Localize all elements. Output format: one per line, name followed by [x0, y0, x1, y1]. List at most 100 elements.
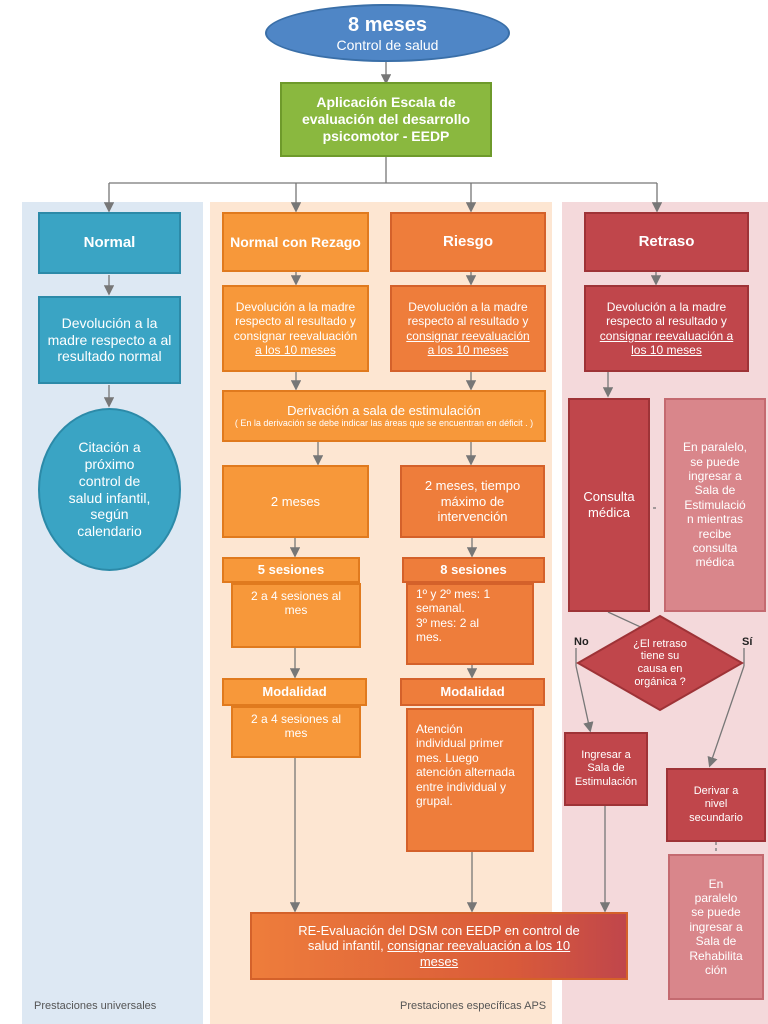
header-title: 8 meses	[348, 13, 427, 36]
retraso-paralelo2-l1: En	[708, 876, 724, 891]
header-subtitle: Control de salud	[336, 36, 439, 53]
normal-devolucion-l3: resultado normal	[57, 348, 162, 365]
reeval-l2: salud infantil, consignar reevaluación a…	[308, 938, 570, 954]
riesgo-devolucion-l4: a los 10 meses	[427, 342, 509, 357]
riesgo-modalidad-l2: individual primer	[416, 736, 504, 751]
retraso-derivar-l3: secundario	[689, 811, 743, 824]
riesgo-modalidad-title: Modalidad	[400, 678, 545, 706]
riesgo-sesiones-l4: mes.	[416, 630, 443, 645]
normal-devolucion-l2: madre respecto a al	[47, 331, 172, 348]
retraso-ingresar-l3: Estimulación	[574, 775, 638, 788]
retraso-title: Retraso	[584, 212, 749, 272]
normal-citacion-l1: Citación a	[78, 439, 141, 456]
retraso-paralelo2-l4: ingresar a	[689, 919, 743, 934]
label-no: No	[574, 636, 589, 648]
derivacion-note: ( En la derivación se debe indicar las á…	[234, 417, 534, 428]
riesgo-modalidad-l5: entre individual y	[416, 779, 507, 794]
retraso-consulta-l1: Consulta	[583, 489, 635, 505]
retraso-devolucion-l1: Devolución a la madre	[606, 299, 727, 314]
retraso-devolucion-l4: los 10 meses	[631, 342, 702, 357]
retraso-paralelo-l8: consulta	[692, 540, 738, 555]
label-si: Sí	[742, 636, 753, 648]
riesgo-modalidad: Atención individual primer mes. Luego at…	[406, 708, 534, 852]
retraso-devolucion-l3: consignar reevaluación a	[599, 328, 734, 343]
retraso-paralelo-l3: ingresar a	[688, 469, 742, 484]
retraso-consulta-l2: médica	[588, 505, 630, 520]
rezago-devolucion: Devolución a la madre respecto al result…	[222, 285, 369, 372]
retraso-derivar: Derivar a nivel secundario	[666, 768, 766, 842]
riesgo-devolucion-l2: respecto al resultado y	[407, 314, 529, 329]
rezago-title-text: Normal con Rezago	[230, 233, 361, 250]
rezago-devolucion-l1: Devolución a la madre	[235, 299, 356, 314]
footer-aps: Prestaciones específicas APS	[400, 1000, 547, 1012]
riesgo-sesiones: 1º y 2º mes: 1 semanal. 3º mes: 2 al mes…	[406, 583, 534, 665]
retraso-paralelo2: En paralelo se puede ingresar a Sala de …	[668, 854, 764, 1000]
rezago-devolucion-l3: consignar reevaluación	[233, 328, 358, 343]
retraso-paralelo: En paralelo, se puede ingresar a Sala de…	[664, 398, 766, 612]
riesgo-sesiones-l2: semanal.	[416, 601, 465, 616]
rezago-modalidad-l1: 2 a 4 sesiones al	[250, 712, 342, 726]
retraso-paralelo-l6: n mientras	[686, 512, 744, 527]
normal-citacion-l3: control de	[78, 472, 141, 489]
rezago-modalidad-title: Modalidad	[222, 678, 367, 706]
retraso-paralelo-l5: Estimulació	[684, 497, 746, 512]
rezago-devolucion-l4: a los 10 meses	[255, 342, 336, 357]
footer-universal: Prestaciones universales	[34, 1000, 157, 1012]
retraso-paralelo-l7: recibe	[698, 526, 732, 541]
retraso-ingresar-l2: Sala de	[587, 762, 625, 775]
rezago-devolucion-l2: respecto al resultado y	[235, 314, 356, 329]
eedp-box: Aplicación Escala de evaluación del desa…	[280, 82, 492, 157]
riesgo-devolucion: Devolución a la madre respecto al result…	[390, 285, 546, 372]
rezago-sesiones: 2 a 4 sesiones al mes	[231, 583, 361, 648]
rezago-meses-text: 2 meses	[270, 493, 321, 509]
reeval-l2b: consignar reevaluación a los 10	[387, 938, 571, 954]
normal-citacion: Citación a próximo control de salud infa…	[38, 408, 181, 571]
riesgo-meses-l1: 2 meses, tiempo	[424, 478, 521, 494]
riesgo-meses-l2: máximo de	[440, 493, 505, 509]
normal-devolucion: Devolución a la madre respecto a al resu…	[38, 296, 181, 384]
reeval-box: RE-Evaluación del DSM con EEDP en contro…	[250, 912, 628, 980]
retraso-devolucion: Devolución a la madre respecto al result…	[584, 285, 749, 372]
retraso-paralelo2-l2: paralelo	[694, 891, 738, 906]
retraso-consulta: Consulta médica	[568, 398, 650, 612]
decision-diamond	[576, 614, 744, 712]
riesgo-sesiones-title: 8 sesiones	[402, 557, 545, 583]
retraso-ingresar-l1: Ingresar a	[581, 749, 631, 762]
retraso-paralelo-l2: se puede	[690, 454, 740, 469]
normal-citacion-l4: salud infantil,	[68, 489, 151, 506]
reeval-l1: RE-Evaluación del DSM con EEDP en contro…	[298, 922, 580, 938]
eedp-line1: Aplicación Escala de	[316, 94, 456, 111]
normal-citacion-l5: según	[90, 506, 129, 523]
rezago-title: Normal con Rezago	[222, 212, 369, 272]
riesgo-devolucion-l3: consignar reevaluación	[406, 328, 530, 343]
rezago-modalidad-title-text: Modalidad	[262, 684, 327, 700]
retraso-paralelo2-l7: ción	[704, 962, 727, 977]
normal-devolucion-l1: Devolución a la	[61, 314, 158, 331]
header-ellipse: 8 meses Control de salud	[265, 4, 510, 62]
retraso-derivar-l1: Derivar a	[693, 785, 739, 798]
rezago-modalidad-l2: mes	[284, 726, 308, 741]
decision-l3: causa en	[637, 663, 683, 675]
decision-l4: orgánica ?	[634, 675, 686, 688]
retraso-paralelo2-l6: Rehabilita	[689, 948, 743, 963]
rezago-sesiones-l2: mes	[284, 603, 308, 618]
rezago-meses: 2 meses	[222, 465, 369, 538]
eedp-line2: evaluación del desarrollo	[301, 111, 471, 128]
retraso-paralelo-l4: Sala de	[694, 483, 736, 498]
normal-title-text: Normal	[83, 234, 136, 251]
reeval-l2a: salud infantil,	[307, 938, 388, 954]
reeval-l3: meses	[419, 953, 459, 969]
riesgo-devolucion-l1: Devolución a la madre	[408, 299, 528, 314]
retraso-derivar-l2: nivel	[704, 798, 728, 811]
riesgo-title: Riesgo	[390, 212, 546, 272]
riesgo-modalidad-l3: mes. Luego	[416, 750, 479, 765]
derivacion-box: Derivación a sala de estimulación ( En l…	[222, 390, 546, 442]
decision-l2: tiene su	[640, 650, 680, 663]
riesgo-meses-l3: intervención	[437, 509, 508, 525]
rezago-sesiones-title: 5 sesiones	[222, 557, 360, 583]
rezago-sesiones-l1: 2 a 4 sesiones al	[250, 589, 342, 603]
riesgo-sesiones-l3: 3º mes: 2 al	[416, 615, 480, 630]
riesgo-meses: 2 meses, tiempo máximo de intervención	[400, 465, 545, 538]
riesgo-sesiones-l1: 1º y 2º mes: 1	[416, 587, 491, 601]
